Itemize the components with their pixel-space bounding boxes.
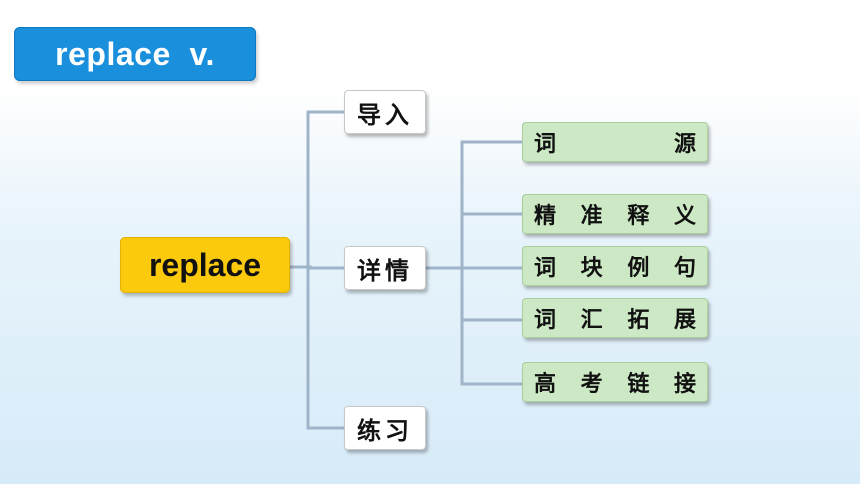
leaf-char: 词	[534, 308, 557, 333]
leaf-char: 接	[673, 372, 696, 397]
leaf-char: 展	[673, 308, 696, 333]
leaf-char: 链	[627, 372, 650, 397]
branch-detail[interactable]: 详情	[344, 246, 426, 290]
leaf-examples[interactable]: 词 块 例 句	[522, 246, 708, 286]
leaf-char: 源	[673, 132, 696, 157]
branch-intro-label: 导入	[357, 100, 413, 129]
branch-detail-label: 详情	[357, 256, 413, 285]
leaf-etymology[interactable]: 词 源	[522, 122, 708, 162]
leaf-char: 释	[627, 204, 650, 229]
leaf-exam-link[interactable]: 高 考 链 接	[522, 362, 708, 402]
branch-intro[interactable]: 导入	[344, 90, 426, 134]
leaf-char: 准	[580, 204, 603, 229]
title-text: replace v.	[55, 35, 215, 72]
leaf-definition[interactable]: 精 准 释 义	[522, 194, 708, 234]
leaf-vocabulary[interactable]: 词 汇 拓 展	[522, 298, 708, 338]
root-label: replace	[148, 246, 262, 283]
leaf-char: 拓	[627, 308, 650, 333]
leaf-char: 考	[580, 372, 603, 397]
leaf-char: 词	[534, 132, 557, 157]
leaf-char: 词	[534, 256, 557, 281]
leaf-char: 句	[673, 256, 696, 281]
leaf-char: 义	[673, 204, 696, 229]
root-node[interactable]: replace	[120, 237, 290, 293]
leaf-char: 块	[580, 256, 603, 281]
branch-practice-label: 练习	[357, 416, 413, 445]
leaf-char: 例	[627, 256, 650, 281]
branch-practice[interactable]: 练习	[344, 406, 426, 450]
leaf-char: 汇	[580, 308, 603, 333]
leaf-char: 高	[534, 372, 557, 397]
title-badge: replace v.	[14, 27, 256, 81]
leaf-char: 精	[534, 204, 557, 229]
